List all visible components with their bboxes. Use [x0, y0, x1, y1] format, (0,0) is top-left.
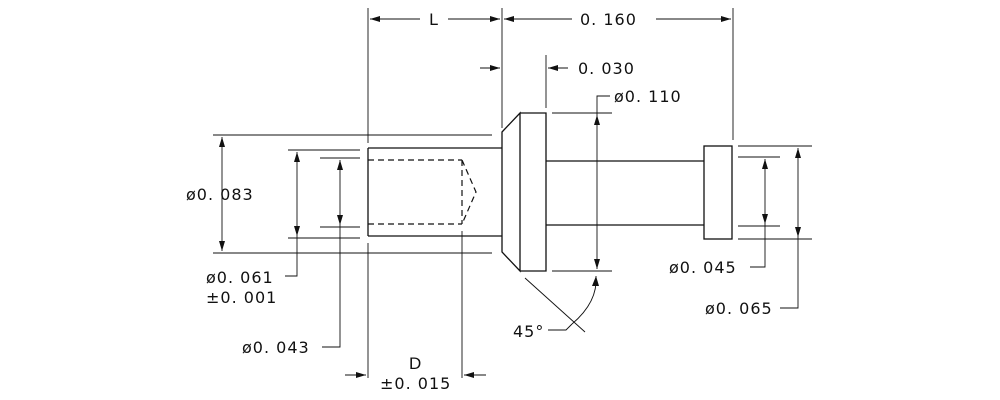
dim-hole-diameter-line [285, 152, 298, 277]
stem-outline [546, 160, 704, 226]
part-outline [367, 111, 733, 273]
head-chamfer [501, 111, 521, 273]
blind-hole-hidden-lines [368, 159, 477, 225]
label-head-diameter: ø0. 110 [614, 87, 682, 106]
dim-bore-diameter-line [322, 160, 341, 348]
shank-outline [367, 147, 502, 237]
dimension-lines [221, 18, 799, 376]
extension-lines [213, 8, 812, 378]
dim-stem-diameter-line [750, 159, 766, 268]
dim-head-diameter-line [596, 95, 610, 269]
dim-collar-diameter-line [780, 148, 799, 309]
label-depth: D [409, 354, 421, 373]
label-outer-body-diameter: ø0. 083 [186, 185, 254, 204]
label-overall-length: 0. 160 [580, 10, 637, 29]
label-length: L [429, 10, 439, 29]
label-collar-diameter: ø0. 065 [705, 299, 773, 318]
label-hole-diameter: ø0. 061 [206, 268, 274, 287]
label-stem-diameter: ø0. 045 [669, 258, 737, 277]
collar-outline [703, 145, 733, 240]
dim-chamfer-leader [548, 323, 573, 331]
label-chamfer-angle: 45° [513, 322, 544, 341]
head-flange [520, 112, 547, 272]
label-bore-diameter: ø0. 043 [242, 338, 310, 357]
label-hole-tolerance: ±0. 001 [206, 288, 277, 307]
dim-chamfer-arc [571, 275, 597, 325]
label-depth-tolerance: ±0. 015 [380, 374, 451, 393]
arrowheads [219, 16, 801, 378]
dimension-labels: L 0. 160 0. 030 ø0. 110 ø0. 083 ø0. 061 … [186, 10, 773, 393]
label-head-thickness: 0. 030 [578, 59, 635, 78]
